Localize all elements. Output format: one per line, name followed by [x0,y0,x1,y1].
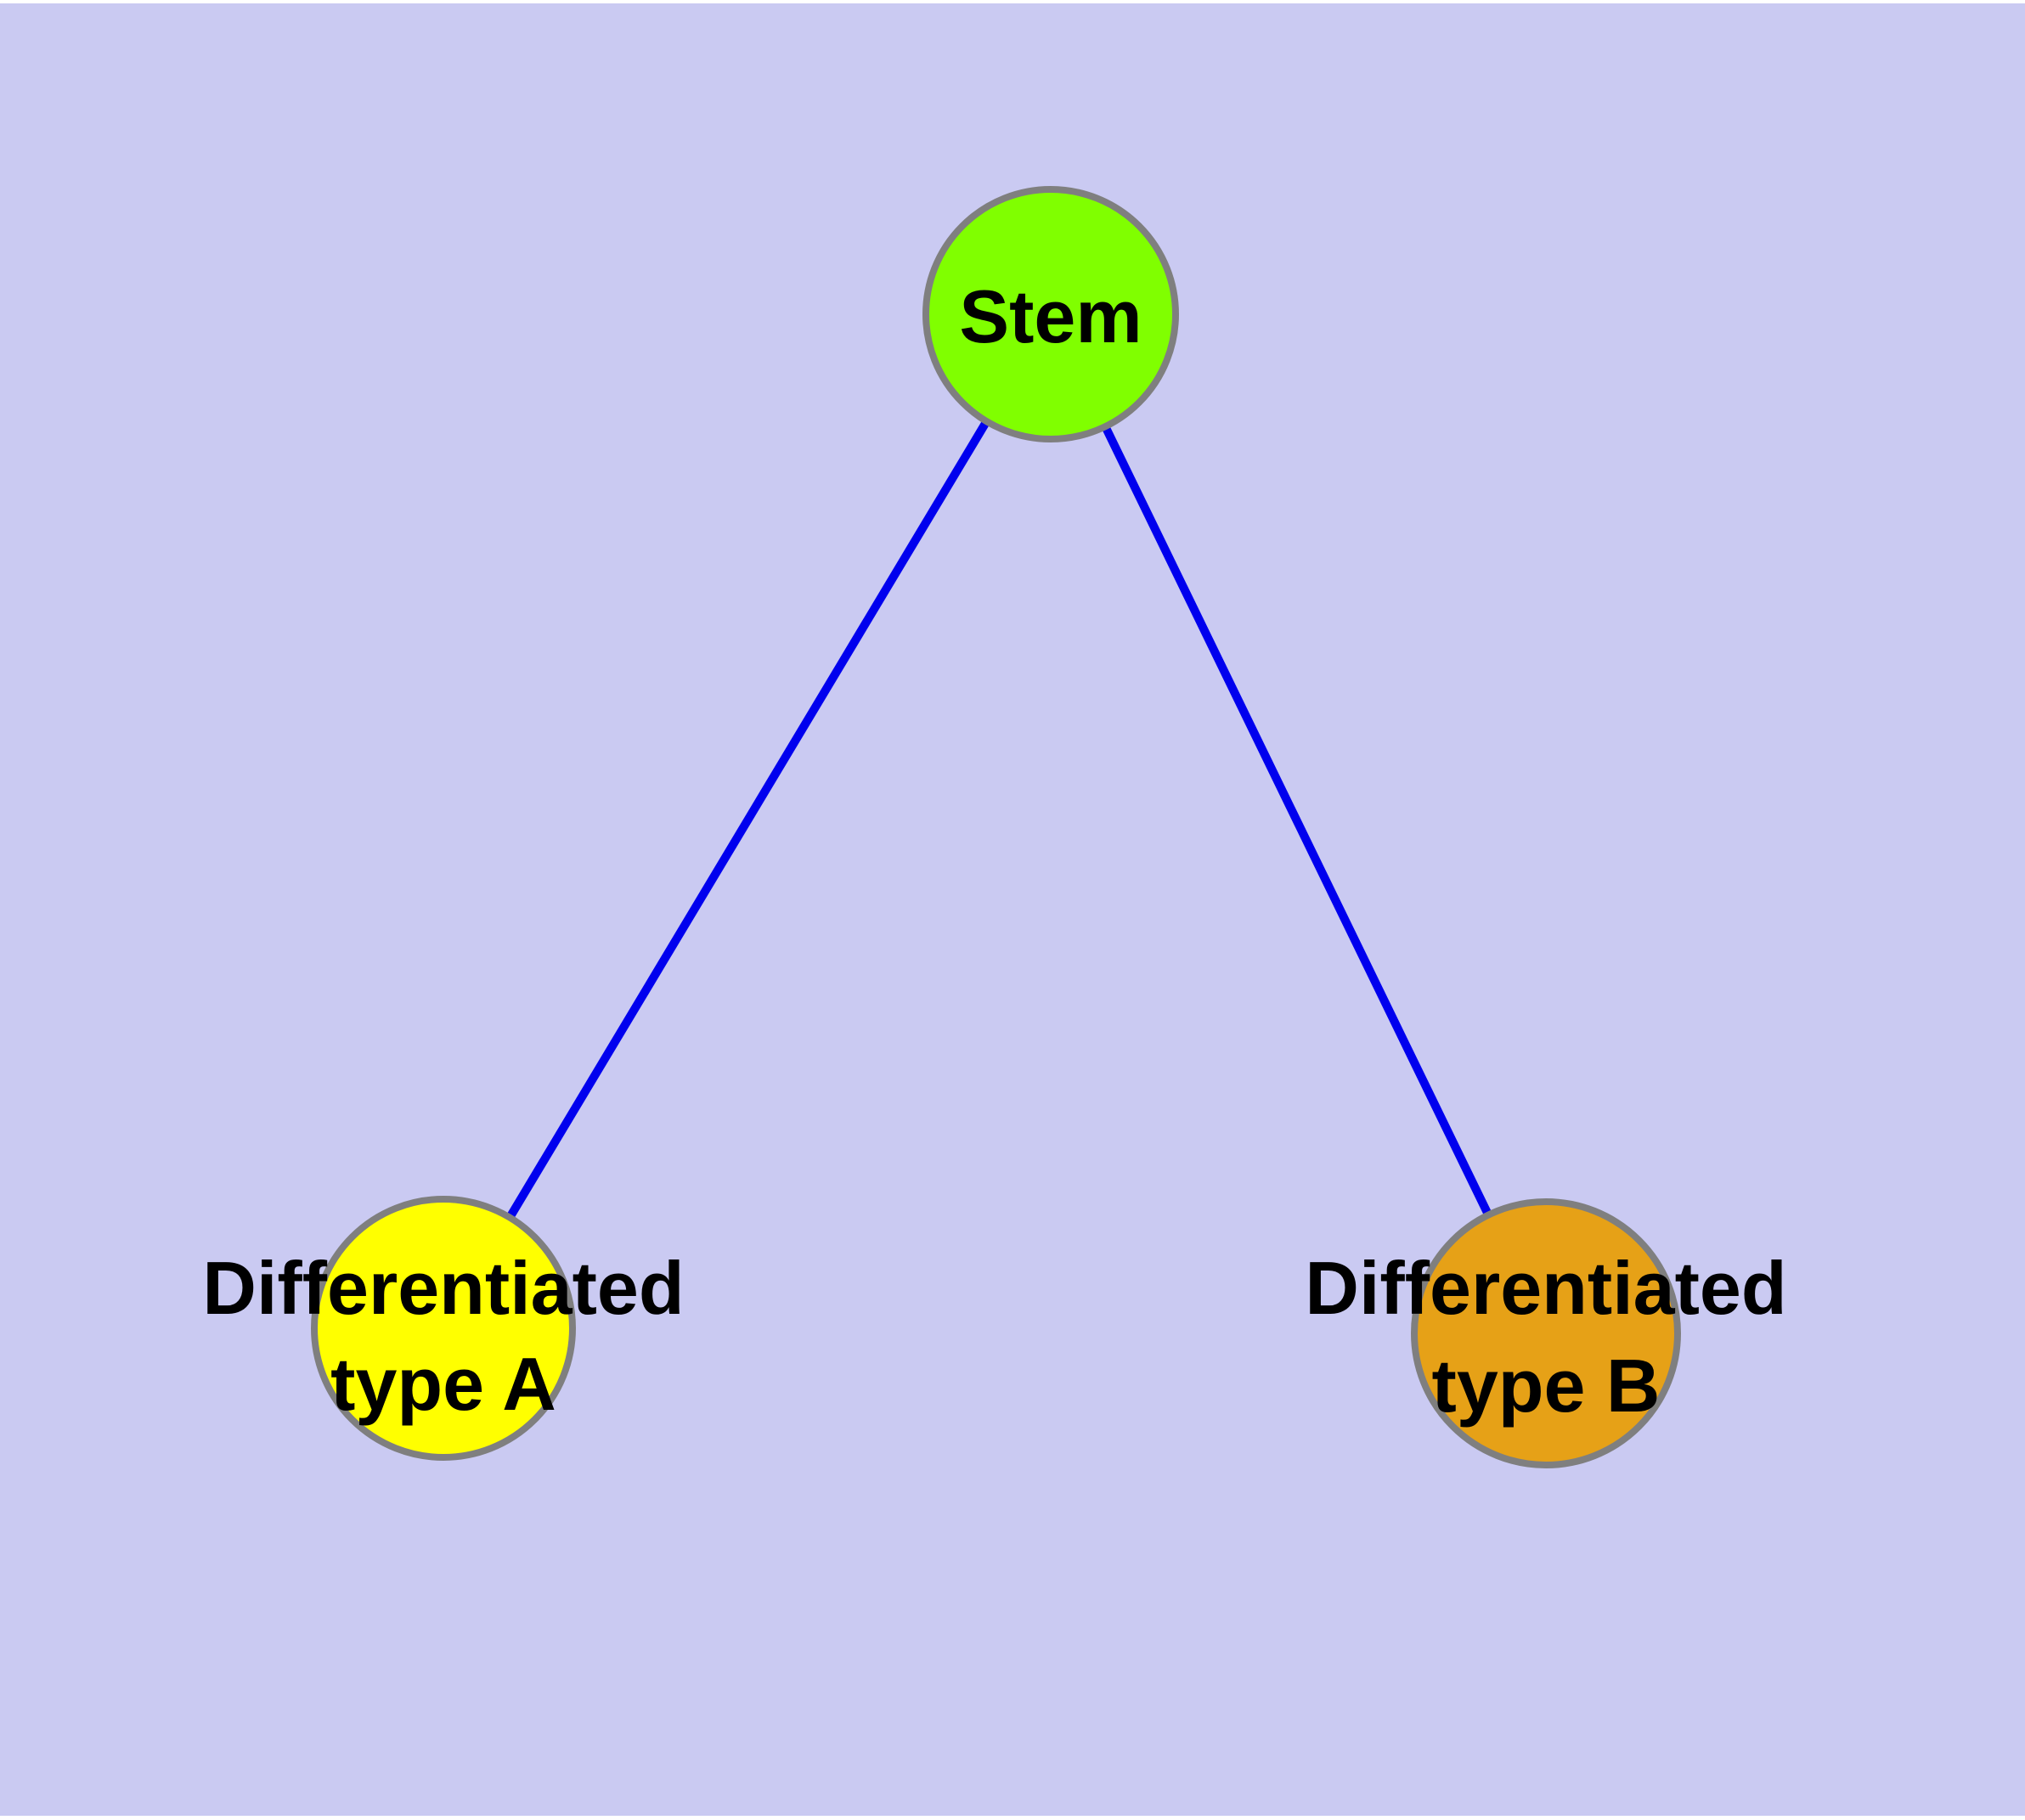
node-type-a-circle [311,1196,576,1461]
node-stem-label: Stem [959,274,1142,358]
edge-stem-to-type-a [439,312,1055,1331]
node-type-b-label-line2: type B [1432,1344,1661,1428]
edge-stem-to-type-b [1046,312,1550,1336]
node-differentiated-type-a: Differentiated type A [202,1196,685,1461]
node-stem: Stem [922,186,1179,442]
node-type-a-label-line1: Differentiated [202,1246,684,1330]
node-type-a-label-line2: type A [330,1342,556,1426]
node-stem-circle [922,186,1179,442]
node-type-b-circle [1411,1198,1681,1468]
node-type-b-label-line1: Differentiated [1305,1246,1786,1330]
node-differentiated-type-b: Differentiated type B [1305,1198,1787,1468]
